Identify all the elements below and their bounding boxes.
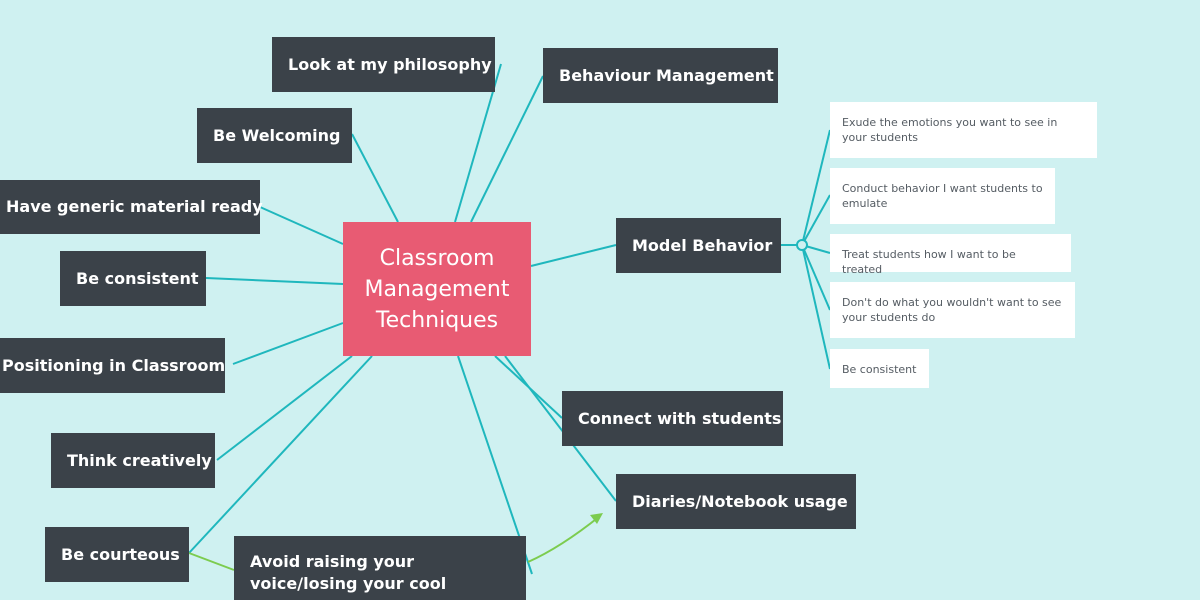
connector-courteous [188,355,373,554]
connector-creatively [216,355,353,461]
connector-sub-5 [801,244,831,370]
subtopic-dont-do[interactable]: Don't do what you wouldn't want to see y… [830,282,1075,338]
connector-generic-material [259,206,344,245]
topic-connect-with-students[interactable]: Connect with students [562,391,783,446]
connector-sub-4 [801,244,831,311]
subtopic-treat-students[interactable]: Treat students how I want to be treated [830,234,1071,276]
relationship-arrow [188,513,603,571]
relationship-arrowhead [590,513,603,524]
topic-model-behavior[interactable]: Model Behavior [616,218,781,273]
subtopic-be-consistent[interactable]: Be consistent [830,349,929,388]
topic-have-generic-material-ready[interactable]: Have generic material ready [0,180,263,234]
connector-positioning [232,322,344,365]
topic-positioning-in-classroom[interactable]: Positioning in Classroom [0,338,225,393]
subtopic-conduct-behavior[interactable]: Conduct behavior I want students to emul… [830,168,1055,224]
subtopic-exude-emotions[interactable]: Exude the emotions you want to see in yo… [830,102,1097,158]
connector-sub-2 [801,194,831,246]
connector-diaries [504,355,617,502]
connector-consistent [205,277,344,285]
relationship-line [188,515,601,571]
central-topic[interactable]: Classroom Management Techniques [343,222,531,356]
connector-model-behavior [530,244,617,267]
model-behavior-collapse-handle[interactable] [796,239,808,251]
topic-avoid-raising-voice[interactable]: Avoid raising your voice/losing your coo… [234,536,526,600]
connector-welcoming [351,133,399,223]
topic-think-creatively[interactable]: Think creatively [51,433,215,488]
topic-be-courteous[interactable]: Be courteous [45,527,189,582]
topic-be-consistent[interactable]: Be consistent [60,251,206,306]
topic-be-welcoming[interactable]: Be Welcoming [197,108,352,163]
connector-sub-1 [801,129,831,246]
topic-behaviour-management[interactable]: Behaviour Management [543,48,778,103]
connector-behaviour-management [470,75,544,223]
topic-diaries-notebook-usage[interactable]: Diaries/Notebook usage [616,474,856,529]
topic-look-at-my-philosophy[interactable]: Look at my philosophy [272,37,495,92]
